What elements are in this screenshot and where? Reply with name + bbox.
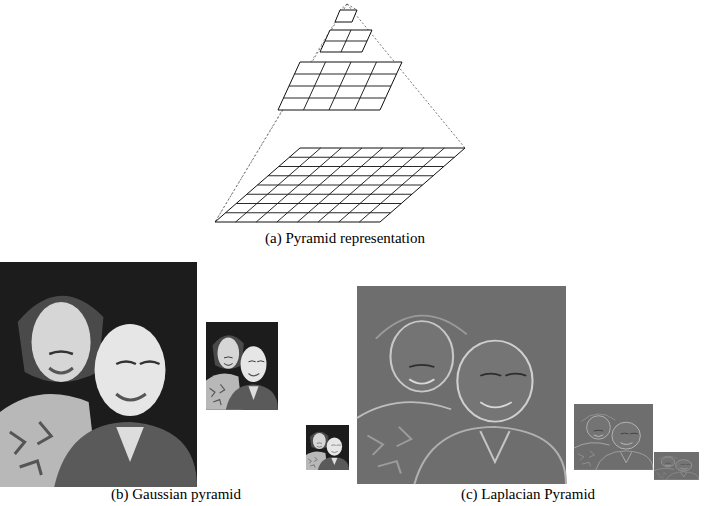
projection-line	[347, 4, 357, 10]
pyramid-level	[335, 10, 357, 22]
pyramid-level	[278, 62, 402, 110]
figure-caption: (b) Gaussian pyramid	[111, 486, 241, 503]
pyramid-level	[215, 148, 465, 222]
projection-line	[340, 4, 347, 10]
figure-caption: (a) Pyramid representation	[265, 230, 425, 247]
figure-caption: (c) Laplacian Pyramid	[461, 486, 595, 503]
pyramid-level	[320, 30, 372, 52]
